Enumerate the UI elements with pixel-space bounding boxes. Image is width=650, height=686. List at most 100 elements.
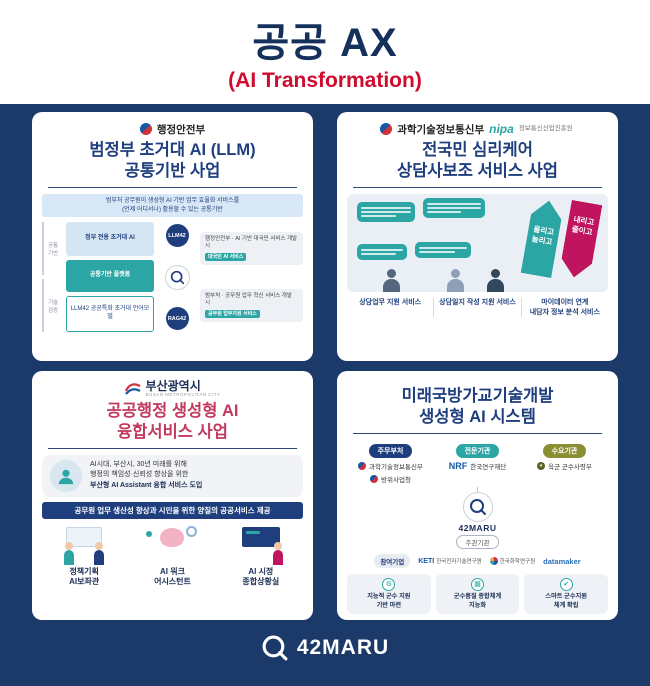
- person-icon: [272, 541, 283, 565]
- bubble-text-line: [427, 207, 481, 210]
- outcome-box-3-line2: 체계 확립: [553, 601, 579, 609]
- llm-stack-box-2: 공통기반 플랫폼: [66, 260, 154, 292]
- card3-org-name: 부산광역시: [145, 379, 201, 393]
- defense-org-columns: 주무부처 과학기술정보통신부 방위사업청 전문기관 NRF 한국연구재단: [347, 440, 608, 484]
- card2-title: 전국민 심리케어 상담사보조 서비스 사업: [347, 140, 608, 182]
- busan-item-work-label: AI 워크 어시스턴트: [130, 567, 214, 588]
- psy-illustration: 올리고 늘리고 내리고 줄이고: [347, 194, 608, 293]
- llm-flow-1: 행정안전부 · AI 기반 대국민 서비스 개발 시 대국민 AI 서비스: [200, 231, 303, 266]
- ministry-entry-2-name: 방위사업청: [381, 477, 411, 485]
- agency-pill: 전문기관: [455, 444, 500, 459]
- person-silhouette: [447, 269, 464, 293]
- card3-org-name-en: BUSAN METROPOLITAN CITY: [145, 392, 221, 397]
- card4-title: 미래국방가교기술개발 생성형 AI 시스템: [347, 386, 608, 428]
- card2-title-line1: 전국민 심리케어: [422, 141, 533, 159]
- busan-intro-text: AI시대, 부산시, 30년 미래를 위해 행정의 책임성·신뢰성 향상을 위한…: [90, 460, 202, 492]
- demand-entry: ★ 육군 군수사령부: [521, 461, 608, 471]
- ministry-entry-1: 과학기술정보통신부: [347, 461, 434, 471]
- gear-icon: ⚙: [382, 578, 396, 592]
- page-title: 공공 AX: [252, 21, 398, 65]
- outcome-box-2-line2: 지능화: [468, 601, 487, 609]
- card4-title-line1: 미래국방가교기술개발: [401, 387, 554, 405]
- card2-title-line2: 상담사보조 서비스 사업: [397, 162, 558, 181]
- llm-side-labels: 공통 기반 기술 검증: [42, 222, 62, 332]
- bubble-text-line: [361, 249, 403, 252]
- rag42-badge: RAG42: [165, 307, 189, 330]
- increase-arrow: 올리고 늘리고: [521, 198, 565, 278]
- card1-title: 범정부 초거대 AI (LLM) 공통기반 사업: [42, 140, 303, 182]
- header: 공공 AX (AI Transformation): [0, 0, 650, 104]
- agency-entry: NRF 한국연구재단: [434, 461, 521, 471]
- card-busan-ai: 부산광역시 BUSAN METROPOLITAN CITY 공공행정 생성형 A…: [32, 371, 313, 620]
- card-govwide-llm: 행정안전부 범정부 초거대 AI (LLM) 공통기반 사업 범부처 공무원이 …: [32, 112, 313, 361]
- footer-brand: 42MARU: [296, 636, 390, 659]
- llm-platform-stack: 정부 전용 초거대 AI 공통기반 플랫폼 LLM42 공공특화 초거대 언어모…: [66, 222, 154, 332]
- speech-bubble: [415, 242, 471, 259]
- bubble-text-line: [361, 207, 411, 210]
- busan-intro-line1: AI시대, 부산시, 30년 미래를 위해: [90, 460, 187, 468]
- llm-diagram: 공통 기반 기술 검증 정부 전용 초거대 AI 공통기반 플랫폼 LLM42 …: [42, 222, 303, 332]
- lead-org-pill: 주관기관: [455, 535, 500, 550]
- assistant-illustration-icon: [50, 459, 82, 492]
- card3-title-line1: 공공행정 생성형 AI: [106, 401, 239, 420]
- busan-benefit-bar: 공무원 업무 생산성 향상과 시민을 위한 양질의 공공서비스 제공: [42, 501, 303, 519]
- cards-grid: 행정안전부 범정부 초거대 AI (LLM) 공통기반 사업 범부처 공무원이 …: [0, 112, 650, 620]
- outcome-box-2-line1: 군수품질 종합체계: [453, 593, 502, 601]
- busan-item-sitroom-line1: AI 시정: [248, 566, 274, 576]
- card3-org-name-block: 부산광역시 BUSAN METROPOLITAN CITY: [146, 380, 221, 398]
- llm-flow-1-text: 행정안전부 · AI 기반 대국민 서비스 개발 시: [205, 235, 298, 250]
- busan-item-work-line2: 어시스턴트: [154, 577, 191, 587]
- sparkle-icon: [146, 530, 153, 537]
- krict-logo-icon: [489, 557, 498, 566]
- busan-logo-icon: [124, 383, 141, 395]
- busan-service-items: 정책기획 AI보좌관 AI 워크 어시스턴트: [42, 525, 303, 588]
- psy-service-3-line1: 마이데이터 연계: [541, 299, 589, 307]
- nipa-logo: nipa: [489, 122, 514, 136]
- defense-col-agency: 전문기관 NRF 한국연구재단: [434, 440, 521, 484]
- outcome-box-1: ⚙ 지능적 군수 지원 기반 마련: [347, 574, 431, 614]
- dapa-logo-icon: [370, 475, 379, 484]
- demand-entry-name: 육군 군수사령부: [548, 464, 592, 472]
- llm-side-label-1: 공통 기반: [42, 222, 62, 275]
- card3-org-row: 부산광역시 BUSAN METROPOLITAN CITY: [42, 380, 303, 398]
- whiteboard-icon: [66, 526, 103, 547]
- card4-title-rule: [353, 433, 602, 435]
- ministry-entry-1-name: 과학기술정보통신부: [369, 464, 423, 472]
- speech-bubble: [423, 198, 485, 219]
- busan-item-sitroom-label: AI 시정 종합상황실: [219, 567, 303, 588]
- llm-flow-1-tag: 대국민 AI 서비스: [205, 252, 247, 262]
- psy-service-1: 상담업무 지원 서비스: [359, 299, 422, 307]
- mois-logo-icon: [139, 123, 152, 135]
- outcome-box-2: ▦ 군수품질 종합체계 지능화: [435, 574, 520, 614]
- psy-services: 상담업무 지원 서비스 상담일지 작성 지원 서비스 마이데이터 연계 내담자 …: [347, 298, 608, 318]
- outcome-box-2-label: 군수품질 종합체계 지능화: [438, 593, 518, 610]
- policy-illustration: [42, 525, 126, 565]
- llm-flow-2: 범부처 · 공무원 업무 혁신 서비스 개발 시 공무원 업무지원 서비스: [200, 288, 303, 323]
- llm-banner-line1: 범부처 공무원이 생성형 AI 기반 업무 효율화 서비스를: [105, 198, 240, 205]
- 42maru-logo-icon: [262, 635, 288, 661]
- card-defense-ai: 미래국방가교기술개발 생성형 AI 시스템 주무부처 과학기술정보통신부 방위사…: [337, 371, 618, 620]
- llm-stack-box-1: 정부 전용 초거대 AI: [66, 222, 154, 257]
- person-silhouette: [383, 269, 400, 293]
- psy-service-3: 마이데이터 연계 내담자 정보 분석 서비스: [520, 298, 608, 318]
- person-icon: [64, 541, 74, 565]
- bubble-text-line: [361, 215, 396, 218]
- person-icon: [94, 541, 105, 565]
- busan-item-sitroom: AI 시정 종합상황실: [219, 525, 303, 588]
- llm-banner: 범부처 공무원이 생성형 AI 기반 업무 효율화 서비스를 (언제 어디서나)…: [42, 194, 303, 217]
- defense-col-demand: 수요기관 ★ 육군 군수사령부: [521, 440, 608, 484]
- outcome-box-1-line2: 기반 마련: [376, 601, 402, 609]
- gear-icon: [185, 525, 197, 537]
- defense-outcome-boxes: ⚙ 지능적 군수 지원 기반 마련 ▦ 군수품질 종합체계 지능화 ✔: [347, 574, 609, 614]
- army-logo-icon: ★: [537, 462, 546, 471]
- busan-item-policy-line1: 정책기획: [69, 566, 99, 576]
- psy-service-3-line2: 내담자 정보 분석 서비스: [529, 308, 600, 316]
- card1-org-row: 행정안전부: [42, 121, 303, 137]
- person-silhouette: [487, 269, 504, 293]
- busan-intro-box: AI시대, 부산시, 30년 미래를 위해 행정의 책임성·신뢰성 향상을 위한…: [42, 454, 303, 497]
- card2-org-row: 과학기술정보통신부 nipa 정보통신산업진흥원: [347, 121, 608, 137]
- bubble-text-line: [427, 203, 481, 206]
- card3-title: 공공행정 생성형 AI 융합서비스 사업: [42, 401, 303, 443]
- llm-flow-2-tag: 공무원 업무지원 서비스: [205, 309, 260, 319]
- datamaker-logo: datamaker: [543, 556, 581, 566]
